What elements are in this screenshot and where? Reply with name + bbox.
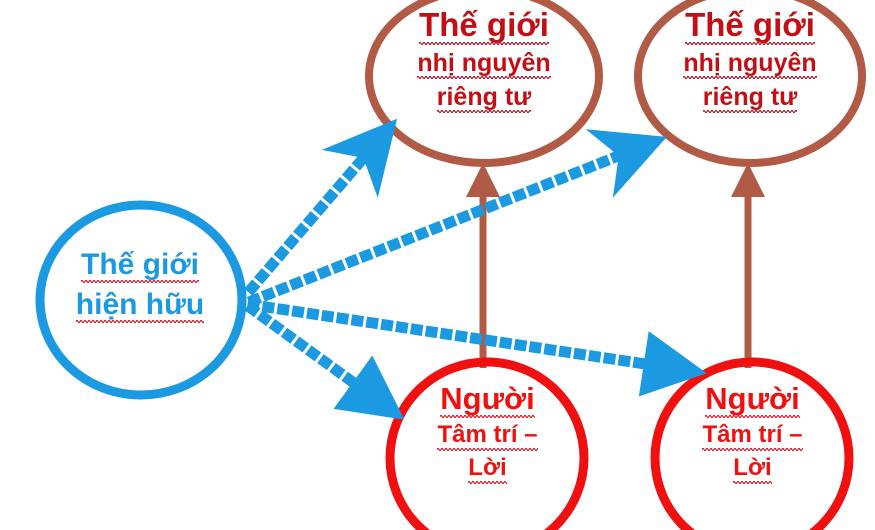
edge-existing-to-person-left	[244, 301, 405, 420]
node-person-right-outline	[650, 357, 854, 530]
edge-existing-to-dual-left	[244, 118, 398, 296]
edge-person-left-to-dual-left	[466, 163, 500, 368]
edge-existing-to-person-right	[246, 298, 707, 397]
node-person-left-outline	[385, 357, 589, 530]
node-world-existing-outline	[35, 200, 247, 400]
node-dual-world-right-outline	[634, 0, 866, 167]
node-dual-world-left-outline	[365, 0, 603, 167]
edge-person-right-to-dual-right	[731, 163, 765, 368]
